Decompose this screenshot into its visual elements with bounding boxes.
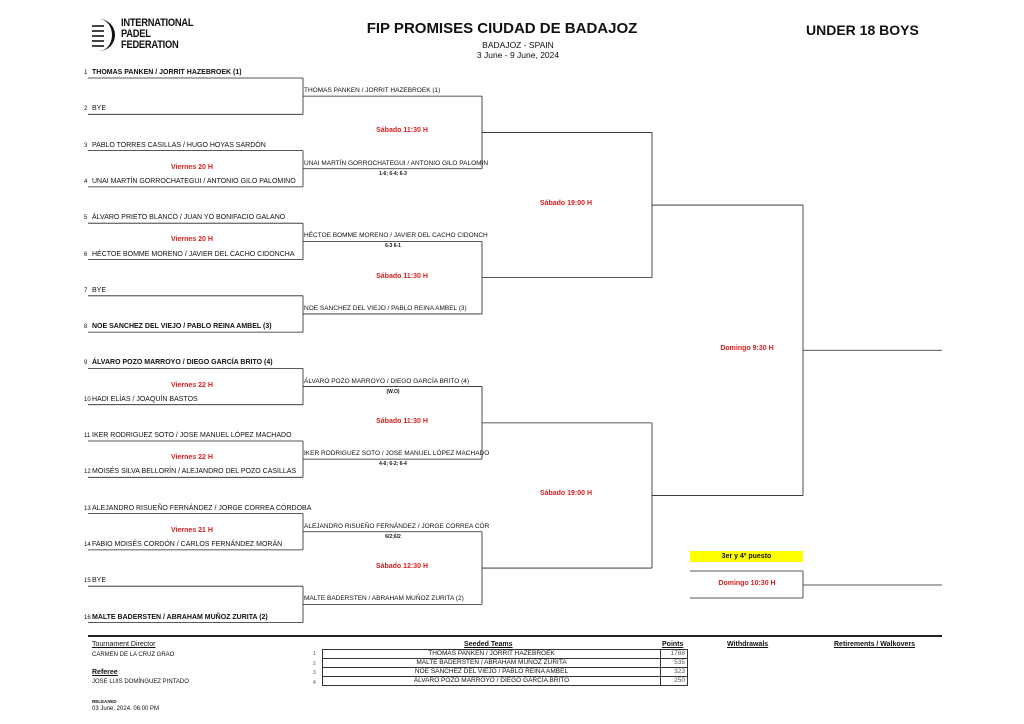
match-time: Sábado 11:30 H — [376, 272, 428, 280]
director-name: CARMEN DE LA CRUZ GRAO — [92, 652, 175, 658]
round2-team: HÉCTOE BOMME MORENO / JAVIER DEL CACHO C… — [304, 232, 488, 240]
director-label: Tournament Director — [92, 641, 156, 648]
round1-team: UNAI MARTÍN GORROCHATEGUI / ANTONIO GILO… — [92, 177, 296, 185]
third-place-label: 3er y 4º puesto — [690, 551, 803, 562]
seed-number: 4 — [313, 679, 316, 686]
match-time: Sábado 19:00 H — [539, 490, 593, 498]
seed-points: 1788 — [660, 649, 688, 659]
draw-position-number: 1 — [84, 70, 88, 76]
category: UNDER 18 BOYS — [806, 22, 919, 38]
released-date: 03 June, 2024. 06:00 PM — [92, 706, 160, 712]
round1-team: HADI ELÍAS / JOAQUÍN BASTOS — [92, 395, 198, 403]
seed-team: NOE SANCHEZ DEL VIEJO / PABLO REINA AMBE… — [322, 667, 661, 677]
draw-position-number: 8 — [84, 324, 88, 331]
round1-team: MALTE BADERSTEN / ABRAHAM MUÑOZ ZURITA (… — [92, 613, 268, 621]
released-label: RELEASED — [92, 699, 117, 704]
draw-position-number: 16 — [84, 614, 91, 621]
third-place-time: Domingo 10:30 H — [718, 580, 776, 587]
draw-position-number: 5 — [84, 215, 88, 222]
seed-team: THOMAS PANKEN / JORRIT HAZEBROEK — [322, 649, 661, 659]
seed-number: 3 — [313, 670, 316, 677]
title-text: FIP PROMISES CIUDAD DE BADAJOZ — [366, 20, 638, 37]
seed-row: ÁLVARO POZO MARROYO / DIEGO GARCÍA BRITO… — [322, 676, 688, 686]
match-time: Sábado 19:00 H — [539, 200, 593, 208]
match-score: 6-3 6-1 — [385, 243, 401, 250]
org-line-1: INTERNATIONAL — [121, 17, 194, 29]
match-time: Sábado 11:30 H — [376, 417, 428, 425]
draw-position-number: 9 — [84, 360, 88, 367]
round2-team: IKER RODRIGUEZ SOTO / JOSE MANUEL LÓPEZ … — [304, 450, 490, 458]
logo-mark-icon — [88, 18, 115, 51]
round1-team: HÉCTOE BOMME MORENO / JAVIER DEL CACHO C… — [92, 250, 295, 258]
round1-team: MOISÉS SILVA BELLORÍN / ALEJANDRO DEL PO… — [92, 468, 297, 476]
org-line-2: PADEL — [121, 28, 151, 40]
tournament-title: FIP PROMISES CIUDAD DE BADAJOZ — [0, 20, 1014, 37]
round1-team: BYE — [92, 577, 107, 585]
final-time: Domingo 9:30 H — [720, 345, 774, 353]
match-score: 4-6; 6-2; 6-4 — [379, 461, 407, 468]
draw-position-number: 2 — [84, 106, 88, 113]
match-time: Sábado 11:30 H — [376, 127, 428, 135]
round1-team: ALEJANDRO RISUEÑO FERNÁNDEZ / JORGE CORR… — [92, 504, 312, 512]
match-score: 1-6; 6-4; 6-3 — [379, 170, 407, 177]
round1-team: PABLO TORRES CASILLAS / HUGO HOYAS SARDÓ… — [92, 141, 266, 149]
seeded-label: Seeded Teams — [464, 641, 513, 648]
round1-team: THOMAS PANKEN / JORRIT HAZEBROEK (1) — [92, 69, 242, 76]
draw-position-number: 3 — [84, 142, 88, 149]
location: BADAJOZ - SPAIN — [482, 40, 554, 50]
round2-team: THOMAS PANKEN / JORRIT HAZEBROEK (1) — [304, 87, 441, 95]
match-time: Viernes 22 H — [171, 454, 213, 462]
referee-name: JOSE LUIS DOMÍNGUEZ PINTADO — [92, 679, 189, 685]
match-score: 6/2;6/2 — [385, 533, 401, 540]
draw-position-number: 11 — [84, 433, 91, 439]
round1-team: FABIO MOISÉS CORDÓN / CARLOS FERNÁNDEZ M… — [92, 540, 283, 548]
seed-number: 2 — [313, 660, 316, 667]
seed-team: ÁLVARO POZO MARROYO / DIEGO GARCÍA BRITO — [322, 676, 661, 686]
seed-points: 535 — [660, 658, 688, 668]
round1-team: BYE — [92, 286, 107, 294]
draw-position-number: 12 — [84, 469, 91, 476]
seed-points: 250 — [660, 676, 688, 686]
retirements-label: Retirements / Walkovers — [834, 641, 916, 648]
dates: 3 June - 9 June, 2024 — [476, 50, 560, 60]
round1-team: NOE SANCHEZ DEL VIEJO / PABLO REINA AMBE… — [92, 323, 272, 331]
withdrawals-label: Withdrawals — [727, 641, 769, 648]
seed-number: 1 — [313, 651, 316, 657]
round2-team: MALTE BADERSTEN / ABRAHAM MUÑOZ ZURITA (… — [304, 595, 464, 603]
round2-team: ÁLVARO POZO MARROYO / DIEGO GARCÍA BRITO… — [304, 377, 470, 385]
draw-position-number: 14 — [84, 541, 91, 548]
round1-team: BYE — [92, 105, 107, 113]
org-line-3: FEDERATION — [121, 39, 179, 51]
draw-position-number: 7 — [84, 287, 88, 294]
draw-position-number: 15 — [84, 578, 91, 585]
round1-team: ÁLVARO POZO MARROYO / DIEGO GARCÍA BRITO… — [92, 359, 273, 367]
match-time: Viernes 21 H — [171, 526, 213, 534]
draw-position-number: 13 — [84, 505, 91, 512]
draw-position-number: 6 — [84, 251, 88, 258]
seed-row: NOE SANCHEZ DEL VIEJO / PABLO REINA AMBE… — [322, 667, 688, 677]
fip-logo: INTERNATIONAL PADEL FEDERATION — [88, 18, 206, 51]
seed-team: MALTE BADERSTEN / ABRAHAM MUÑOZ ZURITA — [322, 658, 661, 668]
referee-label: Referee — [92, 669, 118, 676]
match-time: Viernes 22 H — [171, 381, 213, 389]
round1-team: IKER RODRIGUEZ SOTO / JOSE MANUEL LÓPEZ … — [92, 432, 292, 439]
points-label: Points — [662, 641, 684, 648]
round2-team: NOE SANCHEZ DEL VIEJO / PABLO REINA AMBE… — [304, 304, 467, 312]
match-time: Viernes 20 H — [171, 236, 213, 244]
round1-team: ÁLVARO PRIETO BLANCO / JUAN YO BONIFACIO… — [92, 214, 286, 222]
draw-position-number: 4 — [84, 178, 88, 185]
seed-points: 323 — [660, 667, 688, 677]
draw-position-number: 10 — [84, 396, 91, 403]
round2-team: UNAI MARTÍN GORROCHATEGUI / ANTONIO GILO… — [304, 159, 489, 167]
match-time: Viernes 20 H — [171, 163, 213, 171]
match-score: (W.O) — [386, 388, 400, 395]
match-time: Sábado 12:30 H — [375, 563, 429, 571]
round2-team: ALEJANDRO RISUEÑO FERNÁNDEZ / JORGE CORR… — [304, 522, 490, 530]
logo-text: INTERNATIONAL PADEL FEDERATION — [121, 17, 194, 51]
